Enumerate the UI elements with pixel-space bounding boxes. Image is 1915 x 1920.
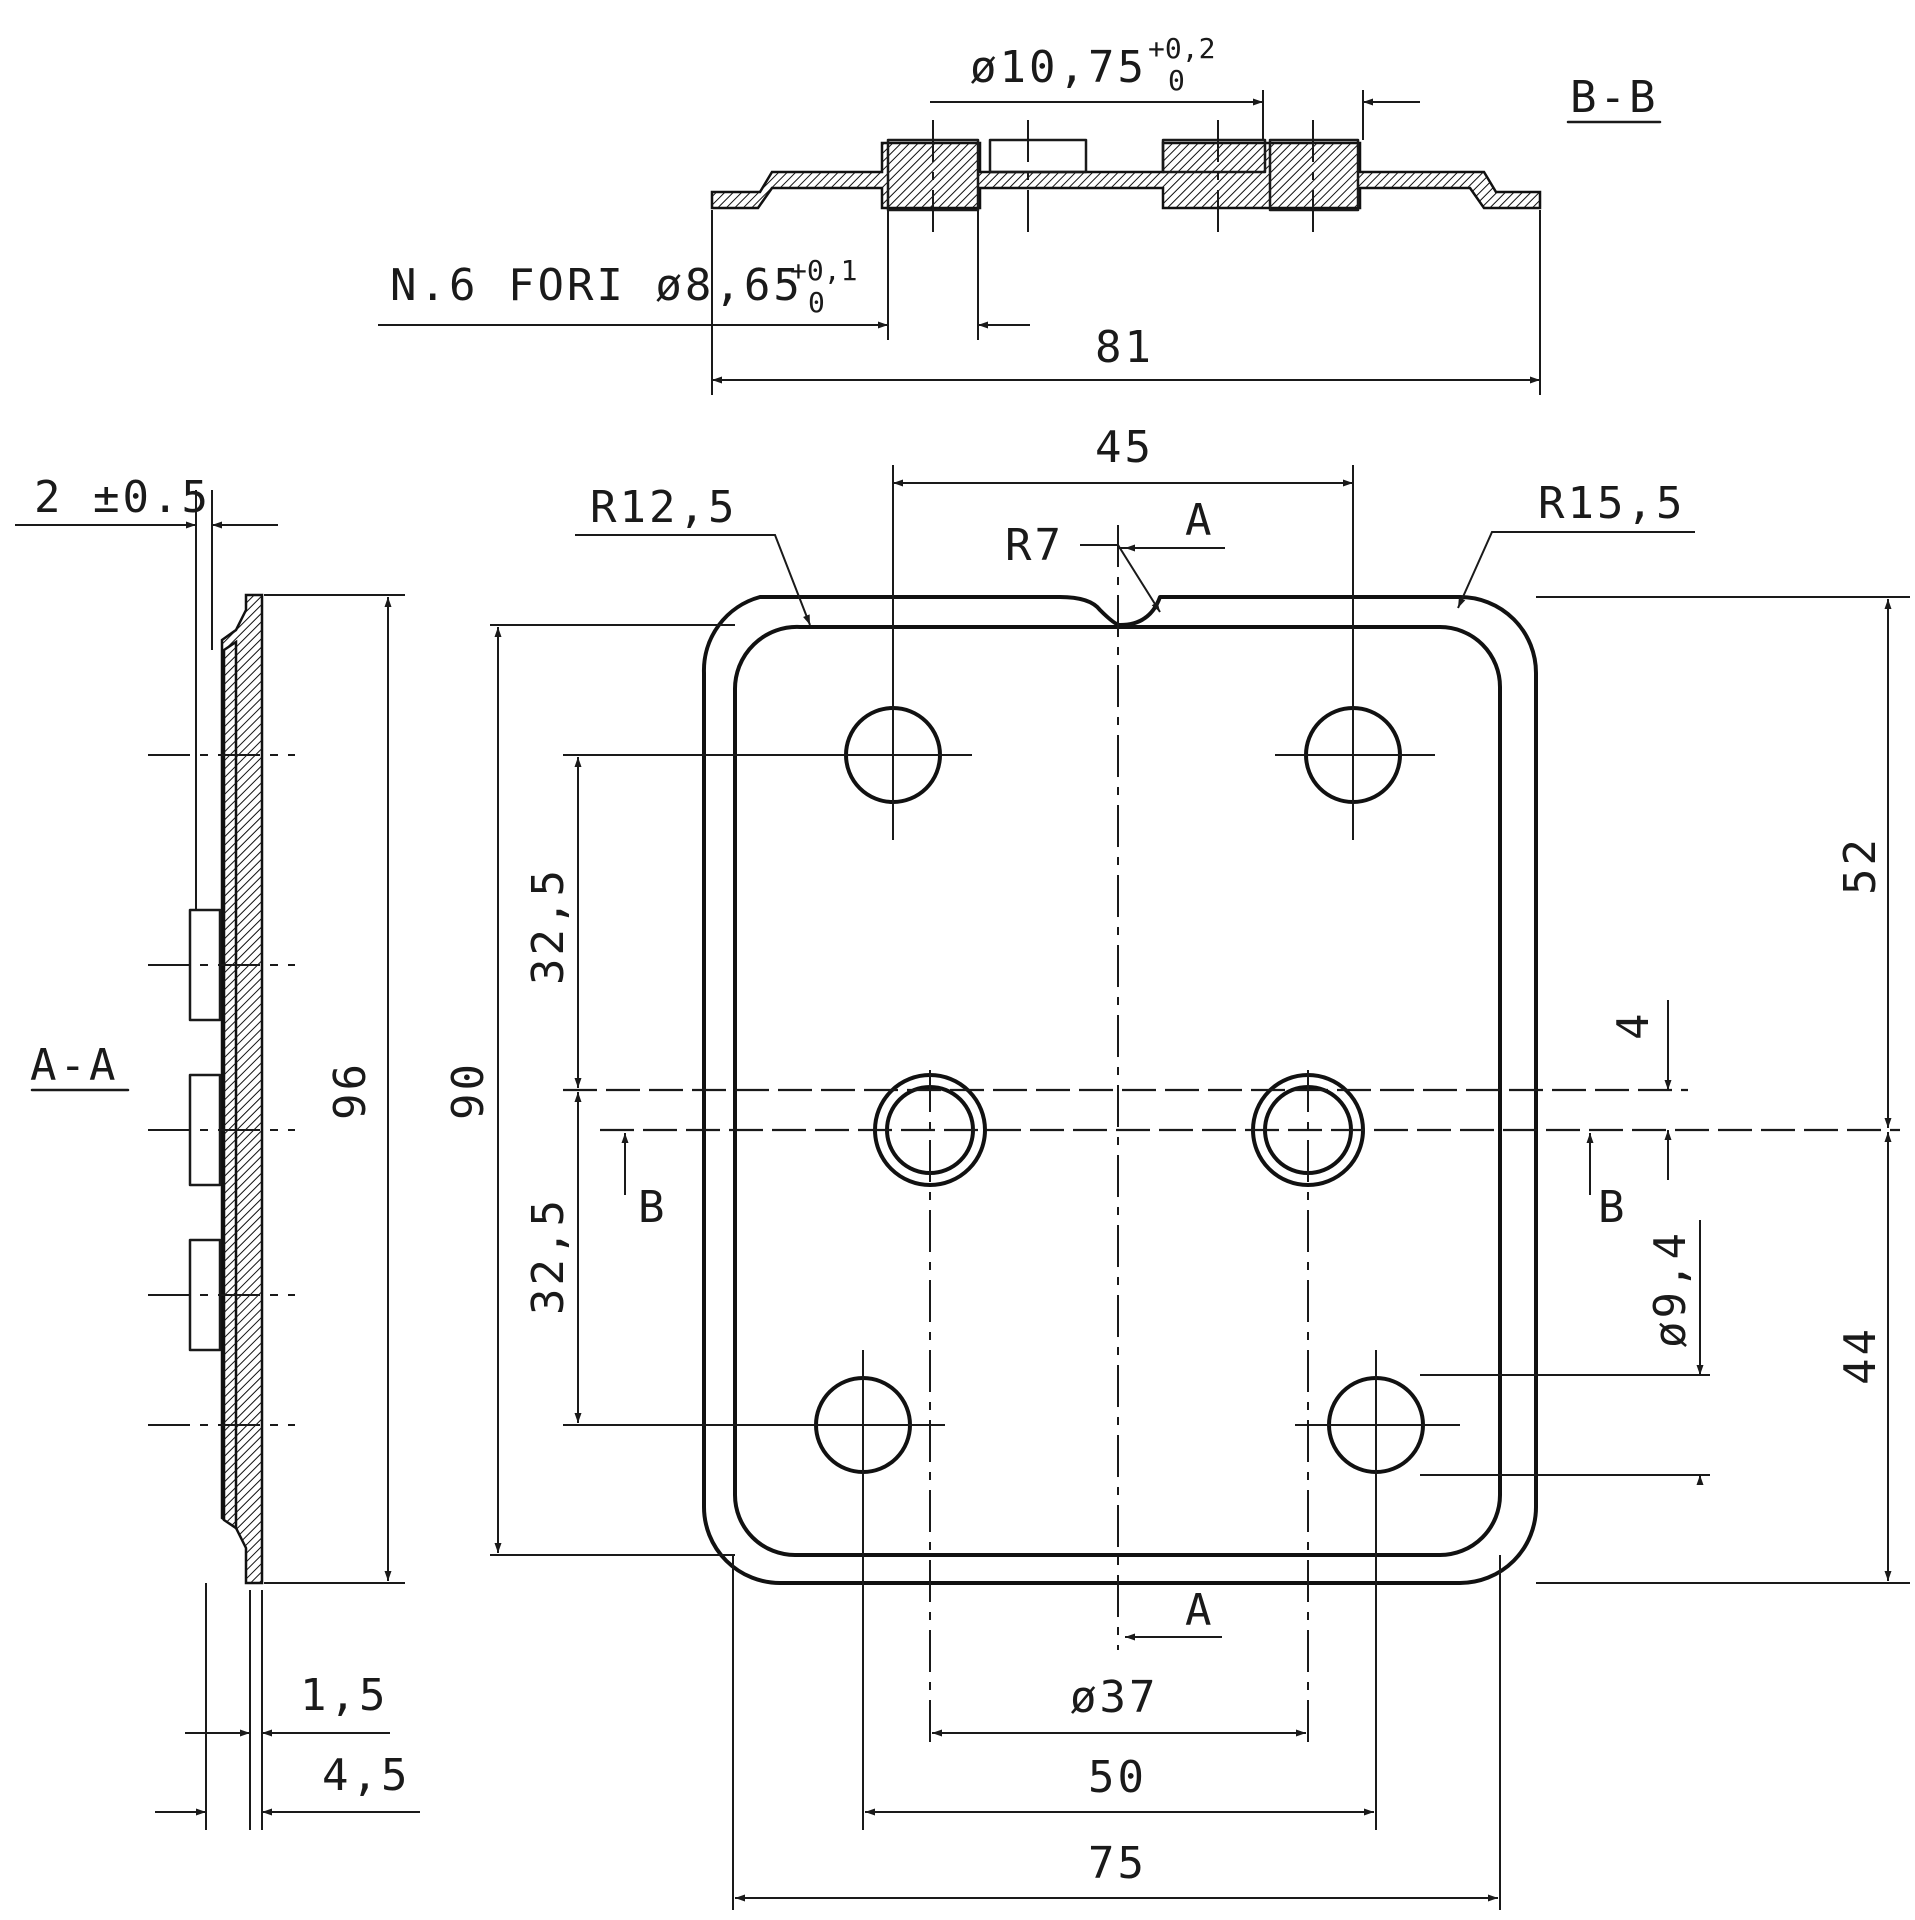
radius-7: R7: [1005, 520, 1064, 571]
dim-2-thickness: 2 ±0.5: [34, 472, 211, 523]
counterbore-tol-upper: +0,2: [1148, 32, 1215, 65]
holes-tol-upper: +0,1: [790, 254, 857, 287]
plate-inner-contour: [732, 624, 1502, 1557]
plan-view: [490, 465, 1910, 1910]
dim-52: 52: [1835, 836, 1886, 895]
dim-81: 81: [1095, 322, 1154, 373]
section-aa-view: [15, 490, 420, 1830]
holes-note: N.6 FORI ø8,65: [390, 260, 803, 311]
section-bb-view: [378, 90, 1662, 395]
holes-tol-lower: 0: [808, 286, 825, 319]
section-mark-a-bottom: A: [1185, 1585, 1215, 1636]
dim-37: ø37: [1070, 1672, 1158, 1723]
counterbore-dia: ø10,75: [970, 42, 1147, 93]
dim-50: 50: [1088, 1752, 1147, 1803]
section-bb-boss-1: [988, 138, 1088, 174]
section-bb-boss-2: [1161, 138, 1267, 174]
section-mark-b-right: B: [1598, 1182, 1628, 1233]
dim-75: 75: [1088, 1838, 1147, 1889]
dim-4: 4: [1608, 1011, 1659, 1041]
dim-9-4: ø9,4: [1645, 1230, 1696, 1348]
section-mark-b-left: B: [638, 1182, 668, 1233]
radius-15-5: R15,5: [1538, 478, 1685, 529]
section-mark-a-top: A: [1185, 495, 1215, 546]
section-bb-profile: [710, 141, 1542, 210]
dim-32-5-upper: 32,5: [523, 867, 574, 985]
dim-4-5: 4,5: [322, 1750, 410, 1801]
dim-96: 96: [325, 1061, 376, 1120]
dim-90: 90: [443, 1061, 494, 1120]
dim-45: 45: [1095, 422, 1154, 473]
dim-44: 44: [1835, 1326, 1886, 1385]
dim-1-5: 1,5: [300, 1670, 388, 1721]
counterbore-tol-lower: 0: [1168, 64, 1185, 97]
radius-12-5: R12,5: [590, 482, 737, 533]
dim-32-5-lower: 32,5: [523, 1197, 574, 1315]
section-aa-label: A-A: [30, 1040, 118, 1091]
section-bb-label: B-B: [1570, 72, 1658, 123]
